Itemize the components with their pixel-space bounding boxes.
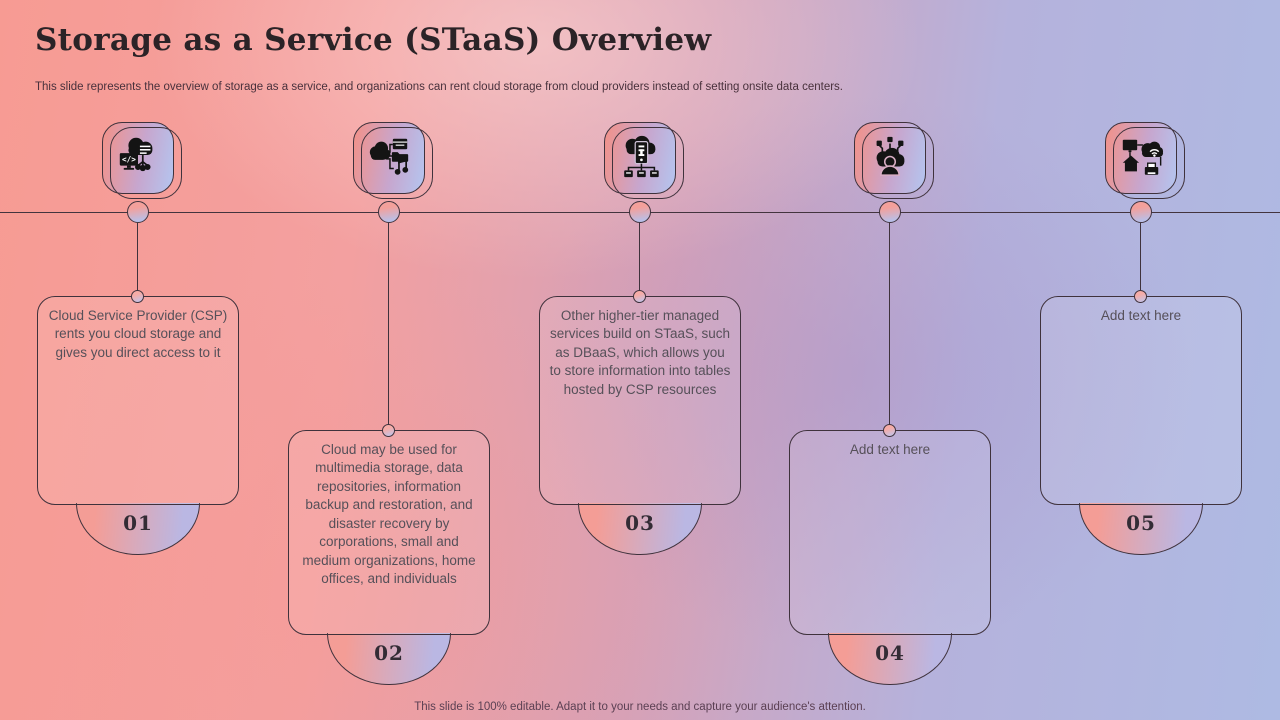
cloud-multimedia-icon [366,133,412,184]
cloud-code-icon: </> [115,133,161,184]
text-box-3[interactable]: Other higher-tier managed services build… [539,296,741,505]
connector-line-5 [1140,223,1141,296]
box-anchor-dot-1 [131,290,144,303]
step-number-4: 04 [875,641,905,665]
user-cloud-network-icon [867,133,913,184]
timeline-node-5 [1130,201,1152,223]
timeline-item-5: Add text here 05 [1040,0,1242,720]
text-box-4[interactable]: Add text here [789,430,991,635]
box-anchor-dot-5 [1134,290,1147,303]
slide-subtitle: This slide represents the overview of st… [35,81,843,93]
connector-line-4 [889,223,890,430]
number-badge-1: 01 [76,503,200,555]
timeline-node-3 [629,201,651,223]
cloud-server-network-icon [617,133,663,184]
text-box-2[interactable]: Cloud may be used for multimedia storage… [288,430,490,635]
connector-line-3 [639,223,640,296]
number-badge-3: 03 [578,503,702,555]
text-box-3-text: Other higher-tier managed services build… [549,308,731,397]
step-number-1: 01 [123,511,153,535]
icon-tile-1: </> [102,122,182,199]
timeline-node-4 [879,201,901,223]
text-box-4-text: Add text here [849,442,931,457]
timeline-node-1 [127,201,149,223]
icon-tile-2 [353,122,433,199]
box-anchor-dot-3 [633,290,646,303]
timeline-item-4: Add text here 04 [789,0,991,720]
page-title: Storage as a Service (STaaS) Overview [35,22,712,58]
box-anchor-dot-4 [883,424,896,437]
svg-text:</>: </> [122,155,136,164]
text-box-2-text: Cloud may be used for multimedia storage… [302,442,476,587]
number-badge-4: 04 [828,633,952,685]
step-number-2: 02 [374,641,404,665]
timeline-item-2: Cloud may be used for multimedia storage… [288,0,490,720]
box-anchor-dot-2 [382,424,395,437]
timeline-item-1: </> Cloud Service Provider (CSP) rents y… [37,0,239,720]
text-box-1-text: Cloud Service Provider (CSP) rents you c… [48,308,228,360]
icon-tile-3 [604,122,684,199]
number-badge-5: 05 [1079,503,1203,555]
connector-line-2 [388,223,389,430]
timeline-item-3: Other higher-tier managed services build… [539,0,741,720]
step-number-3: 03 [625,511,655,535]
icon-tile-5 [1105,122,1185,199]
text-box-5[interactable]: Add text here [1040,296,1242,505]
number-badge-2: 02 [327,633,451,685]
icon-tile-4 [854,122,934,199]
slide-footer-note: This slide is 100% editable. Adapt it to… [414,701,866,713]
text-box-5-text: Add text here [1100,308,1182,323]
step-number-5: 05 [1126,511,1156,535]
connector-line-1 [137,223,138,296]
devices-cloud-icon [1118,133,1164,184]
timeline-node-2 [378,201,400,223]
text-box-1[interactable]: Cloud Service Provider (CSP) rents you c… [37,296,239,505]
